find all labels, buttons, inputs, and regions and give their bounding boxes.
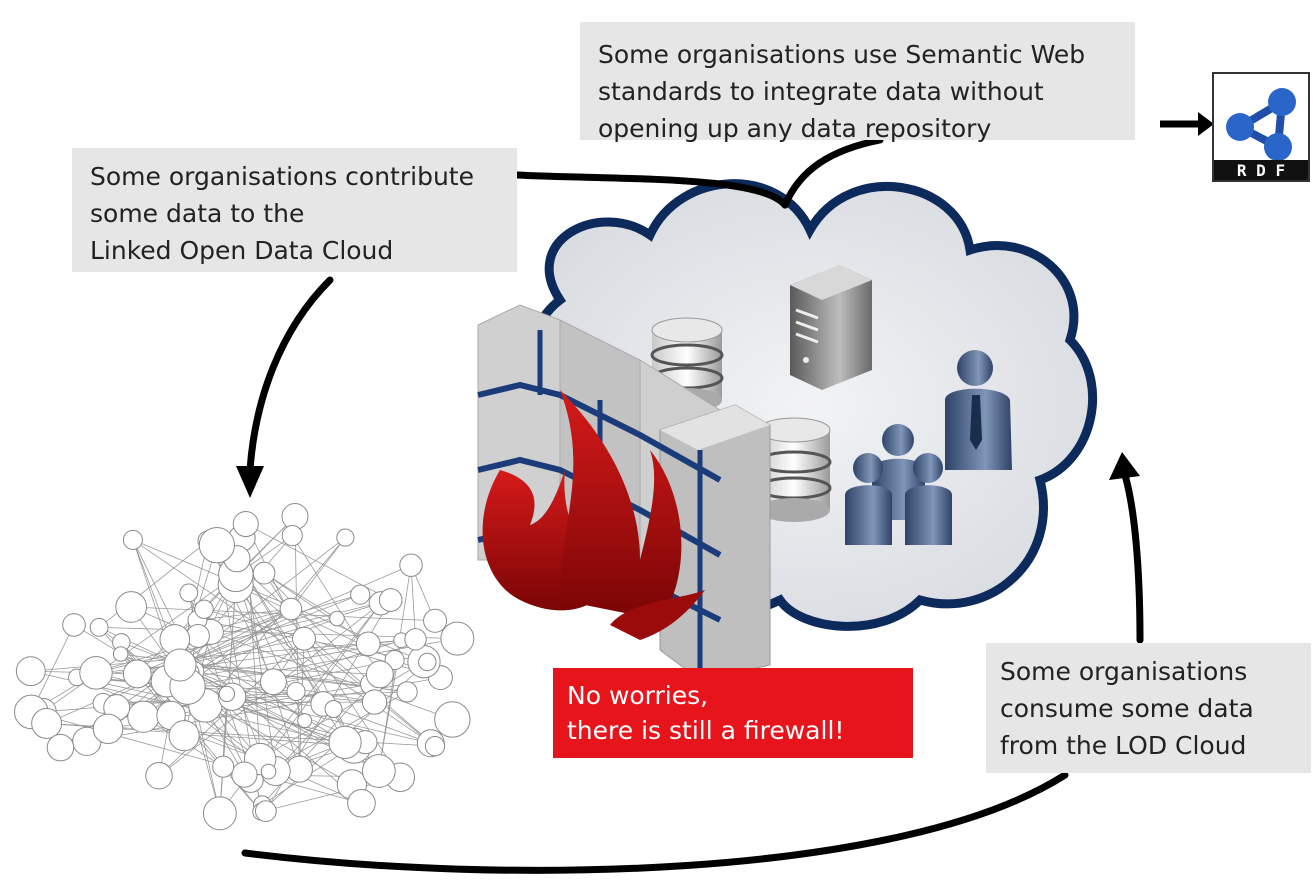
lod-node — [328, 725, 362, 759]
lod-node — [434, 701, 471, 738]
callout-line: some data to the — [90, 199, 305, 228]
arrows — [236, 112, 1214, 874]
lod-node — [297, 713, 313, 729]
lod-link — [210, 631, 453, 720]
lod-node — [399, 553, 423, 577]
lod-node — [260, 763, 277, 780]
lod-link — [197, 608, 291, 621]
lod-node — [194, 599, 214, 619]
firewall-callout: No worries, there is still a firewall! — [553, 668, 913, 758]
users-icon — [845, 424, 952, 545]
lod-node — [329, 610, 345, 627]
lod-node — [279, 597, 303, 621]
lod-link — [289, 537, 346, 611]
lod-node — [347, 788, 376, 818]
server-icon — [790, 265, 872, 390]
lod-node — [336, 528, 355, 547]
lod-node — [115, 591, 148, 623]
lod-link — [174, 639, 346, 743]
lod-link — [298, 638, 305, 770]
lod-node — [232, 511, 259, 538]
lod-node — [79, 656, 113, 690]
callout-line: No worries, — [567, 681, 709, 710]
lod-node — [92, 713, 124, 745]
lod-node — [361, 689, 388, 715]
lod-node — [252, 561, 276, 585]
lod-node — [365, 660, 394, 689]
lod-node — [440, 621, 475, 656]
callout-line: consume some data — [1000, 694, 1254, 723]
lod-link — [245, 523, 391, 601]
lod-node — [145, 761, 173, 790]
lod-node — [254, 800, 277, 822]
lod-node — [286, 681, 306, 702]
lod-link — [179, 599, 391, 666]
lod-node — [404, 628, 427, 651]
callout-line: Some organisations use Semantic Web — [598, 40, 1086, 69]
lod-node — [122, 659, 152, 689]
lod-link — [236, 558, 355, 746]
flame-icon — [482, 390, 705, 640]
lod-link — [207, 540, 274, 682]
lod-node — [292, 626, 316, 651]
lod-node — [46, 733, 75, 762]
lod-node — [231, 761, 258, 788]
lod-link — [179, 638, 305, 666]
lod-node — [89, 617, 109, 637]
lod-node — [362, 754, 396, 788]
consume-callout: Some organisations consume some data fro… — [986, 643, 1311, 773]
lod-node — [423, 608, 448, 633]
lod-link — [174, 639, 362, 804]
lod-node — [218, 685, 236, 703]
callout-line: from the LOD Cloud — [1000, 731, 1247, 760]
lod-node — [122, 529, 143, 550]
lod-link — [263, 572, 372, 685]
lod-node — [179, 583, 199, 603]
lod-link — [179, 664, 366, 743]
lod-link — [222, 585, 237, 767]
lod-node — [15, 656, 46, 687]
lod-link — [232, 696, 431, 744]
lod-cloud-icon — [13, 503, 475, 831]
lod-node — [324, 700, 343, 718]
lod-node — [127, 700, 160, 733]
rdf-logo-icon: R D F — [1212, 72, 1310, 182]
callout-line: Linked Open Data Cloud — [90, 236, 394, 265]
contribute-callout: Some organisations contribute some data … — [72, 148, 517, 272]
lod-node — [198, 527, 235, 564]
lod-node — [163, 648, 197, 682]
lod-node — [355, 631, 381, 657]
person-icon — [945, 350, 1012, 470]
lod-node — [186, 623, 210, 648]
lod-node — [259, 668, 287, 696]
callout-line: Some organisations — [1000, 657, 1248, 686]
lod-link — [263, 572, 338, 619]
callout-line: there is still a firewall! — [567, 716, 845, 745]
callout-line: opening up any data repository — [598, 114, 992, 143]
lod-node — [112, 646, 129, 662]
lod-node — [62, 613, 86, 637]
lod-link — [219, 693, 228, 814]
lod-node — [418, 652, 437, 672]
callout-line: standards to integrate data without — [598, 77, 1044, 106]
lod-link — [193, 618, 338, 672]
lod-link — [410, 565, 416, 640]
callout-line: Some organisations contribute — [90, 162, 474, 191]
semantic-web-callout: Some organisations use Semantic Web stan… — [580, 22, 1135, 143]
rdf-logo-text: R D F — [1237, 161, 1285, 180]
lod-node — [281, 525, 303, 547]
lod-node — [350, 584, 371, 605]
lod-node — [202, 796, 237, 831]
lod-node — [396, 681, 418, 703]
lod-node — [212, 755, 235, 778]
lod-link — [197, 635, 305, 721]
lod-link — [263, 572, 369, 645]
lod-node — [378, 588, 403, 612]
lod-node — [31, 707, 63, 739]
lod-node — [168, 720, 200, 752]
lod-node — [424, 736, 446, 757]
